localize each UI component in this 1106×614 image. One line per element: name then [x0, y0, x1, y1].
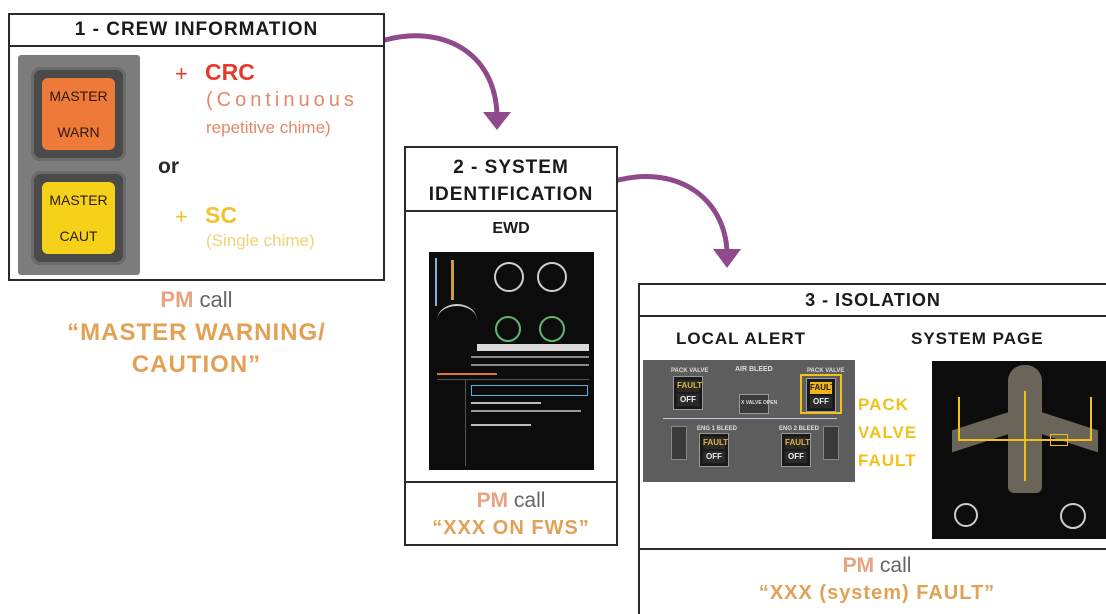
alert-fault: FAULT [858, 451, 917, 470]
or-text: or [158, 155, 179, 178]
pack-valve-1-off: OFF [677, 394, 699, 406]
ewd-alert-box [471, 385, 588, 396]
master-warn-button[interactable]: MASTER WARN [42, 78, 115, 150]
step1-pm: PM [160, 287, 194, 312]
crc-desc-1: (Continuous [206, 89, 358, 111]
pack-valve-2-pushbutton[interactable]: FAULT OFF [806, 378, 836, 412]
ewd-n1-dial-2 [537, 262, 567, 292]
alert-pack: PACK [858, 395, 909, 414]
pack-valve-2-off: OFF [810, 396, 832, 408]
eng2-bleed-caption: ENG 2 BLEED [779, 426, 820, 432]
bleed-duct-line [663, 418, 837, 419]
apu-switch-1[interactable] [671, 426, 687, 460]
arrow-head-1 [483, 112, 511, 130]
step2-title-line1: 2 - SYSTEM [453, 157, 569, 178]
master-caut-line2: CAUT [59, 228, 98, 244]
local-alert-label: LOCAL ALERT [676, 329, 806, 348]
ewd-proc-line-3 [471, 424, 531, 426]
step1-phrase-2: CAUTION” [131, 351, 262, 378]
eng1-bleed-fault: FAULT [703, 437, 729, 449]
step1-box: 1 - CREW INFORMATION MASTER WARN MASTER … [8, 13, 385, 281]
eng1-bleed-pushbutton[interactable]: FAULT OFF [699, 433, 729, 467]
crc-label: CRC [205, 59, 255, 85]
eng2-bleed-off: OFF [785, 451, 807, 463]
sd-duct-center [1024, 391, 1026, 481]
pack-valve-2-highlight [800, 374, 842, 414]
step2-title: 2 - SYSTEM IDENTIFICATION [406, 148, 616, 212]
eng1-bleed-caption: ENG 1 BLEED [697, 426, 738, 432]
pack-valve-1-caption: PACK VALVE [671, 368, 709, 374]
sd-gauge-left [954, 503, 978, 527]
ewd-left-scale [435, 258, 437, 306]
alert-valve: VALVE [858, 423, 918, 442]
sc-label: SC [205, 202, 237, 228]
master-caut-line1: MASTER [49, 192, 108, 208]
ewd-vert-divider [465, 380, 466, 466]
step3-pm: PM [842, 554, 875, 577]
step3-phrase: “XXX (system) FAULT” [758, 582, 996, 604]
step3-call: call [879, 554, 912, 577]
bleed-system-page [932, 361, 1106, 539]
crc-plus: + [175, 61, 188, 86]
master-warn-line1: MASTER [49, 88, 108, 104]
x-valve-indicator: X VALVE OPEN [739, 394, 777, 414]
sc-plus: + [175, 204, 188, 229]
eng2-bleed-pushbutton[interactable]: FAULT OFF [781, 433, 811, 467]
arrow-head-2 [713, 249, 741, 268]
step3-title: 3 - ISOLATION [640, 285, 1106, 317]
step2-box: 2 - SYSTEM IDENTIFICATION EWD PM call “X… [404, 146, 618, 546]
step3-divider [640, 548, 1106, 550]
sd-gauge-right [1060, 503, 1086, 529]
sd-pack-fault-box [1050, 434, 1068, 446]
ewd-fuel-line-2 [471, 364, 589, 366]
ewd-left-scale-2 [451, 260, 454, 300]
step1-title: 1 - CREW INFORMATION [10, 15, 383, 47]
system-page-label: SYSTEM PAGE [911, 329, 1044, 348]
ewd-fuel-line-1 [471, 356, 589, 358]
master-warn-line2: WARN [57, 124, 100, 140]
step3-pm-call: PM call “XXX (system) FAULT” [640, 554, 1106, 605]
ewd-proc-line-1 [471, 402, 541, 404]
sd-duct-right [1090, 397, 1092, 441]
air-bleed-panel: AIR BLEED PACK VALVE PACK VALVE FAULT OF… [643, 360, 855, 482]
arrow-step2-to-step3 [615, 174, 730, 255]
eng2-bleed-fault: FAULT [785, 437, 811, 449]
pack-valve-2-caption: PACK VALVE [807, 368, 845, 374]
step2-divider [406, 481, 616, 483]
step2-title-line2: IDENTIFICATION [428, 184, 594, 205]
pack-valve-1-fault: FAULT [677, 380, 703, 392]
pack-valve-1-pushbutton[interactable]: FAULT OFF [673, 376, 703, 410]
step1-call: call [199, 287, 233, 312]
x-valve-label: X VALVE OPEN [741, 400, 778, 406]
pack-valve-2-fault: FAULT [810, 382, 836, 394]
sd-duct-left [958, 397, 960, 441]
master-caut-button[interactable]: MASTER CAUT [42, 182, 115, 254]
ewd-separator [437, 379, 589, 380]
ewd-warning-line [437, 373, 497, 375]
sd-wing-left [952, 411, 1010, 453]
ewd-proc-line-2 [471, 410, 581, 412]
sc-desc: (Single chime) [206, 231, 315, 250]
step3-box: 3 - ISOLATION LOCAL ALERT SYSTEM PAGE AI… [638, 283, 1106, 614]
ewd-attitude [437, 304, 477, 336]
ewd-memo-bar [477, 344, 589, 351]
step2-call: call [513, 489, 546, 512]
ewd-label: EWD [492, 220, 530, 237]
step2-pm-call: PM call “XXX ON FWS” [406, 489, 616, 540]
ewd-egt-dial-1 [495, 316, 521, 342]
eng1-bleed-off: OFF [703, 451, 725, 463]
ewd-n1-dial-1 [494, 262, 524, 292]
apu-switch-2[interactable] [823, 426, 839, 460]
step2-phrase: “XXX ON FWS” [432, 517, 590, 539]
crc-desc-2: repetitive chime) [206, 118, 331, 137]
step1-phrase-1: “MASTER WARNING/ [67, 319, 326, 346]
step2-pm: PM [476, 489, 509, 512]
master-buttons-panel: MASTER WARN MASTER CAUT [18, 55, 140, 275]
arrow-step1-to-step2 [382, 33, 500, 118]
ewd-display [429, 252, 594, 470]
ewd-egt-dial-2 [539, 316, 565, 342]
step1-pm-call: PM call “MASTER WARNING/ CAUTION” [8, 287, 385, 379]
air-bleed-title: AIR BLEED [735, 366, 773, 373]
